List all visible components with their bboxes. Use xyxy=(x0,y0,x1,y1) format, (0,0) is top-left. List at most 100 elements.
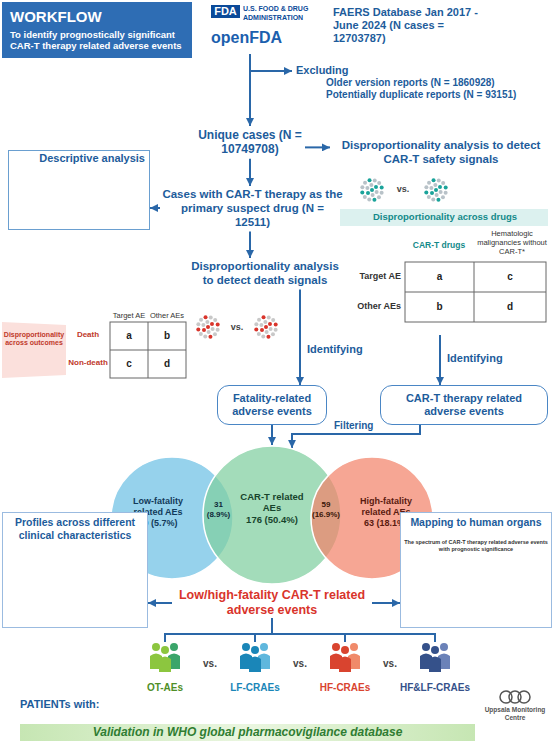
label-text: Uppsala Monitoring Centre xyxy=(478,706,552,722)
umc-logo xyxy=(500,691,530,703)
outcome-table-part xyxy=(2,322,66,378)
label-text: c xyxy=(474,262,546,292)
dot xyxy=(204,315,208,319)
label-text: CAR-T drugs xyxy=(405,240,473,250)
dot xyxy=(367,198,371,202)
connector xyxy=(299,290,301,385)
dot xyxy=(427,195,431,199)
person-body xyxy=(249,657,261,673)
connector xyxy=(249,159,251,186)
analysis-box: Disproportionality analysis to detect CA… xyxy=(330,136,552,335)
dot xyxy=(268,322,272,326)
person-body xyxy=(429,657,441,673)
label-text: vs. xyxy=(380,658,400,670)
person-head xyxy=(161,646,169,654)
node-heading: Cases with CAR-T therapy as the primary … xyxy=(162,188,343,229)
result-box: CAR-T therapy related adverse events xyxy=(380,385,548,425)
title-box: WORKFLOWTo identify prognostically signi… xyxy=(2,2,192,58)
dot xyxy=(267,315,271,319)
dot xyxy=(441,195,445,199)
node-heading: Validation in WHO global pharmacovigilan… xyxy=(20,724,475,741)
dot xyxy=(202,328,206,332)
dot xyxy=(266,335,270,339)
connector xyxy=(439,335,441,385)
label-text: Hematologic malignancies without CAR-T* xyxy=(474,229,550,256)
dot xyxy=(209,315,213,319)
label-text: Other AEs xyxy=(343,301,401,312)
dot xyxy=(435,193,439,197)
node-text: 176 (50.4%) xyxy=(236,514,308,525)
dot xyxy=(262,315,266,319)
node-heading: Fatality-related adverse events xyxy=(224,392,320,418)
node-heading: HF-CRAEs xyxy=(303,682,387,694)
dot xyxy=(201,323,205,327)
dot xyxy=(265,330,269,334)
validation-band: Validation in WHO global pharmacovigilan… xyxy=(20,724,475,741)
patient-type: HF&LF-CRAEs xyxy=(393,642,477,698)
label-text: U.S. FOOD & DRUG xyxy=(243,5,335,13)
dot xyxy=(370,188,374,192)
connector xyxy=(249,231,251,258)
dot xyxy=(271,318,275,322)
process-box: Unique cases (N = 10749708) xyxy=(195,126,305,159)
dot xyxy=(373,178,377,182)
dot xyxy=(366,191,370,195)
person-head xyxy=(332,643,340,651)
node-text: Potentially duplicate reports (N = 93151… xyxy=(296,89,546,101)
drug-table xyxy=(340,209,548,322)
person-body xyxy=(339,657,351,673)
exclusion-box: ExcludingOlder version reports (N = 1860… xyxy=(292,62,550,103)
person-head xyxy=(350,643,358,651)
dot xyxy=(206,325,210,329)
connector xyxy=(271,425,273,445)
dot xyxy=(264,325,268,329)
dot xyxy=(205,320,209,324)
dot xyxy=(360,185,364,189)
connector xyxy=(165,618,272,642)
label-text: b xyxy=(405,292,474,322)
dot xyxy=(211,327,215,331)
node-text: To identify prognostically significant C… xyxy=(10,29,184,52)
dot xyxy=(441,181,445,185)
dot xyxy=(429,186,433,190)
person-head xyxy=(431,646,439,654)
dot xyxy=(380,186,384,190)
label-text: Target AE xyxy=(110,311,148,320)
dot xyxy=(427,181,431,185)
result-box: Fatality-related adverse events xyxy=(217,385,327,425)
label-text: c xyxy=(110,350,148,378)
node-heading: Unique cases (N = 10749708) xyxy=(197,128,303,157)
descriptive-box: Descriptive analysis xyxy=(8,150,150,230)
mapping-box: Mapping to human organs xyxy=(400,512,552,628)
label-text: ADMINISTRATION xyxy=(243,14,335,22)
dot xyxy=(377,181,381,185)
dot xyxy=(196,322,200,326)
person-head xyxy=(170,643,178,651)
connector xyxy=(372,602,400,604)
node-heading: Descriptive analysis xyxy=(13,152,145,165)
person-head xyxy=(440,643,448,651)
dot xyxy=(274,328,278,332)
dot xyxy=(432,178,436,182)
node-heading: Profiles across different clinical chara… xyxy=(7,516,143,541)
dot xyxy=(434,188,438,192)
dot xyxy=(365,186,369,190)
label-text: vs. xyxy=(200,658,220,670)
label-text: d xyxy=(148,350,186,378)
person-head xyxy=(422,643,430,651)
node-text: Older version reports (N = 1860928) xyxy=(296,77,546,89)
node-heading: CAR-T related AEs xyxy=(236,491,308,514)
dot xyxy=(269,327,273,331)
node-heading: OT-AEs xyxy=(123,682,207,694)
node-heading: CAR-T therapy related adverse events xyxy=(387,392,541,418)
node-heading: HF&LF-CRAEs xyxy=(393,682,477,694)
dot xyxy=(438,185,442,189)
dot xyxy=(360,190,364,194)
connector xyxy=(255,618,272,642)
dot xyxy=(436,198,440,202)
person-body xyxy=(159,657,171,673)
label-text: Disproportionality across drugs xyxy=(345,211,545,222)
